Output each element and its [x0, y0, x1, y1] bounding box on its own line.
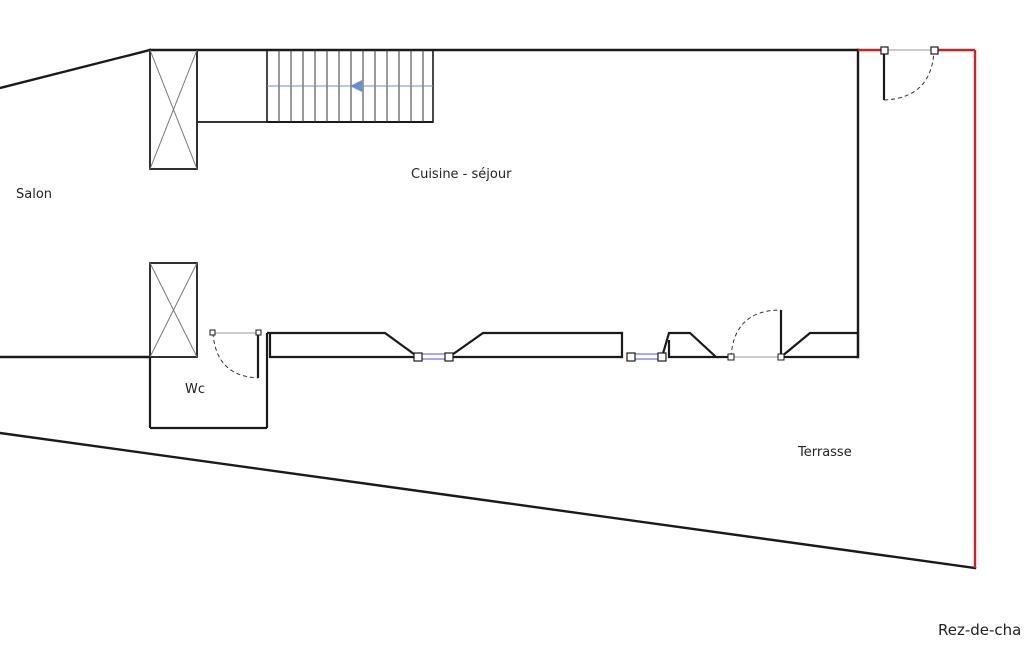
property-boundary	[858, 48, 977, 568]
wall-top-left-slant	[0, 48, 152, 90]
level-title: Rez-de-cha	[938, 621, 1022, 639]
room-label-cuisine: Cuisine - séjour	[411, 167, 512, 182]
windows	[413, 352, 667, 362]
room-label-salon: Salon	[16, 187, 53, 202]
window-1	[413, 352, 454, 362]
staircase	[266, 49, 434, 123]
window-2	[626, 352, 667, 362]
stair-arrow-head	[350, 80, 362, 92]
duct-top	[149, 49, 267, 170]
duct-bottom	[149, 262, 198, 358]
entrance-door	[880, 46, 939, 101]
wc-walls	[148, 333, 269, 430]
outer-walls	[0, 48, 977, 570]
wall-bottom-slant	[0, 431, 977, 570]
wc-door	[209, 329, 262, 379]
room-label-terrasse: Terrasse	[798, 445, 852, 460]
kitchen-south-wall	[267, 331, 860, 359]
terrace-door	[716, 309, 785, 361]
room-label-wc: Wc	[185, 382, 206, 397]
